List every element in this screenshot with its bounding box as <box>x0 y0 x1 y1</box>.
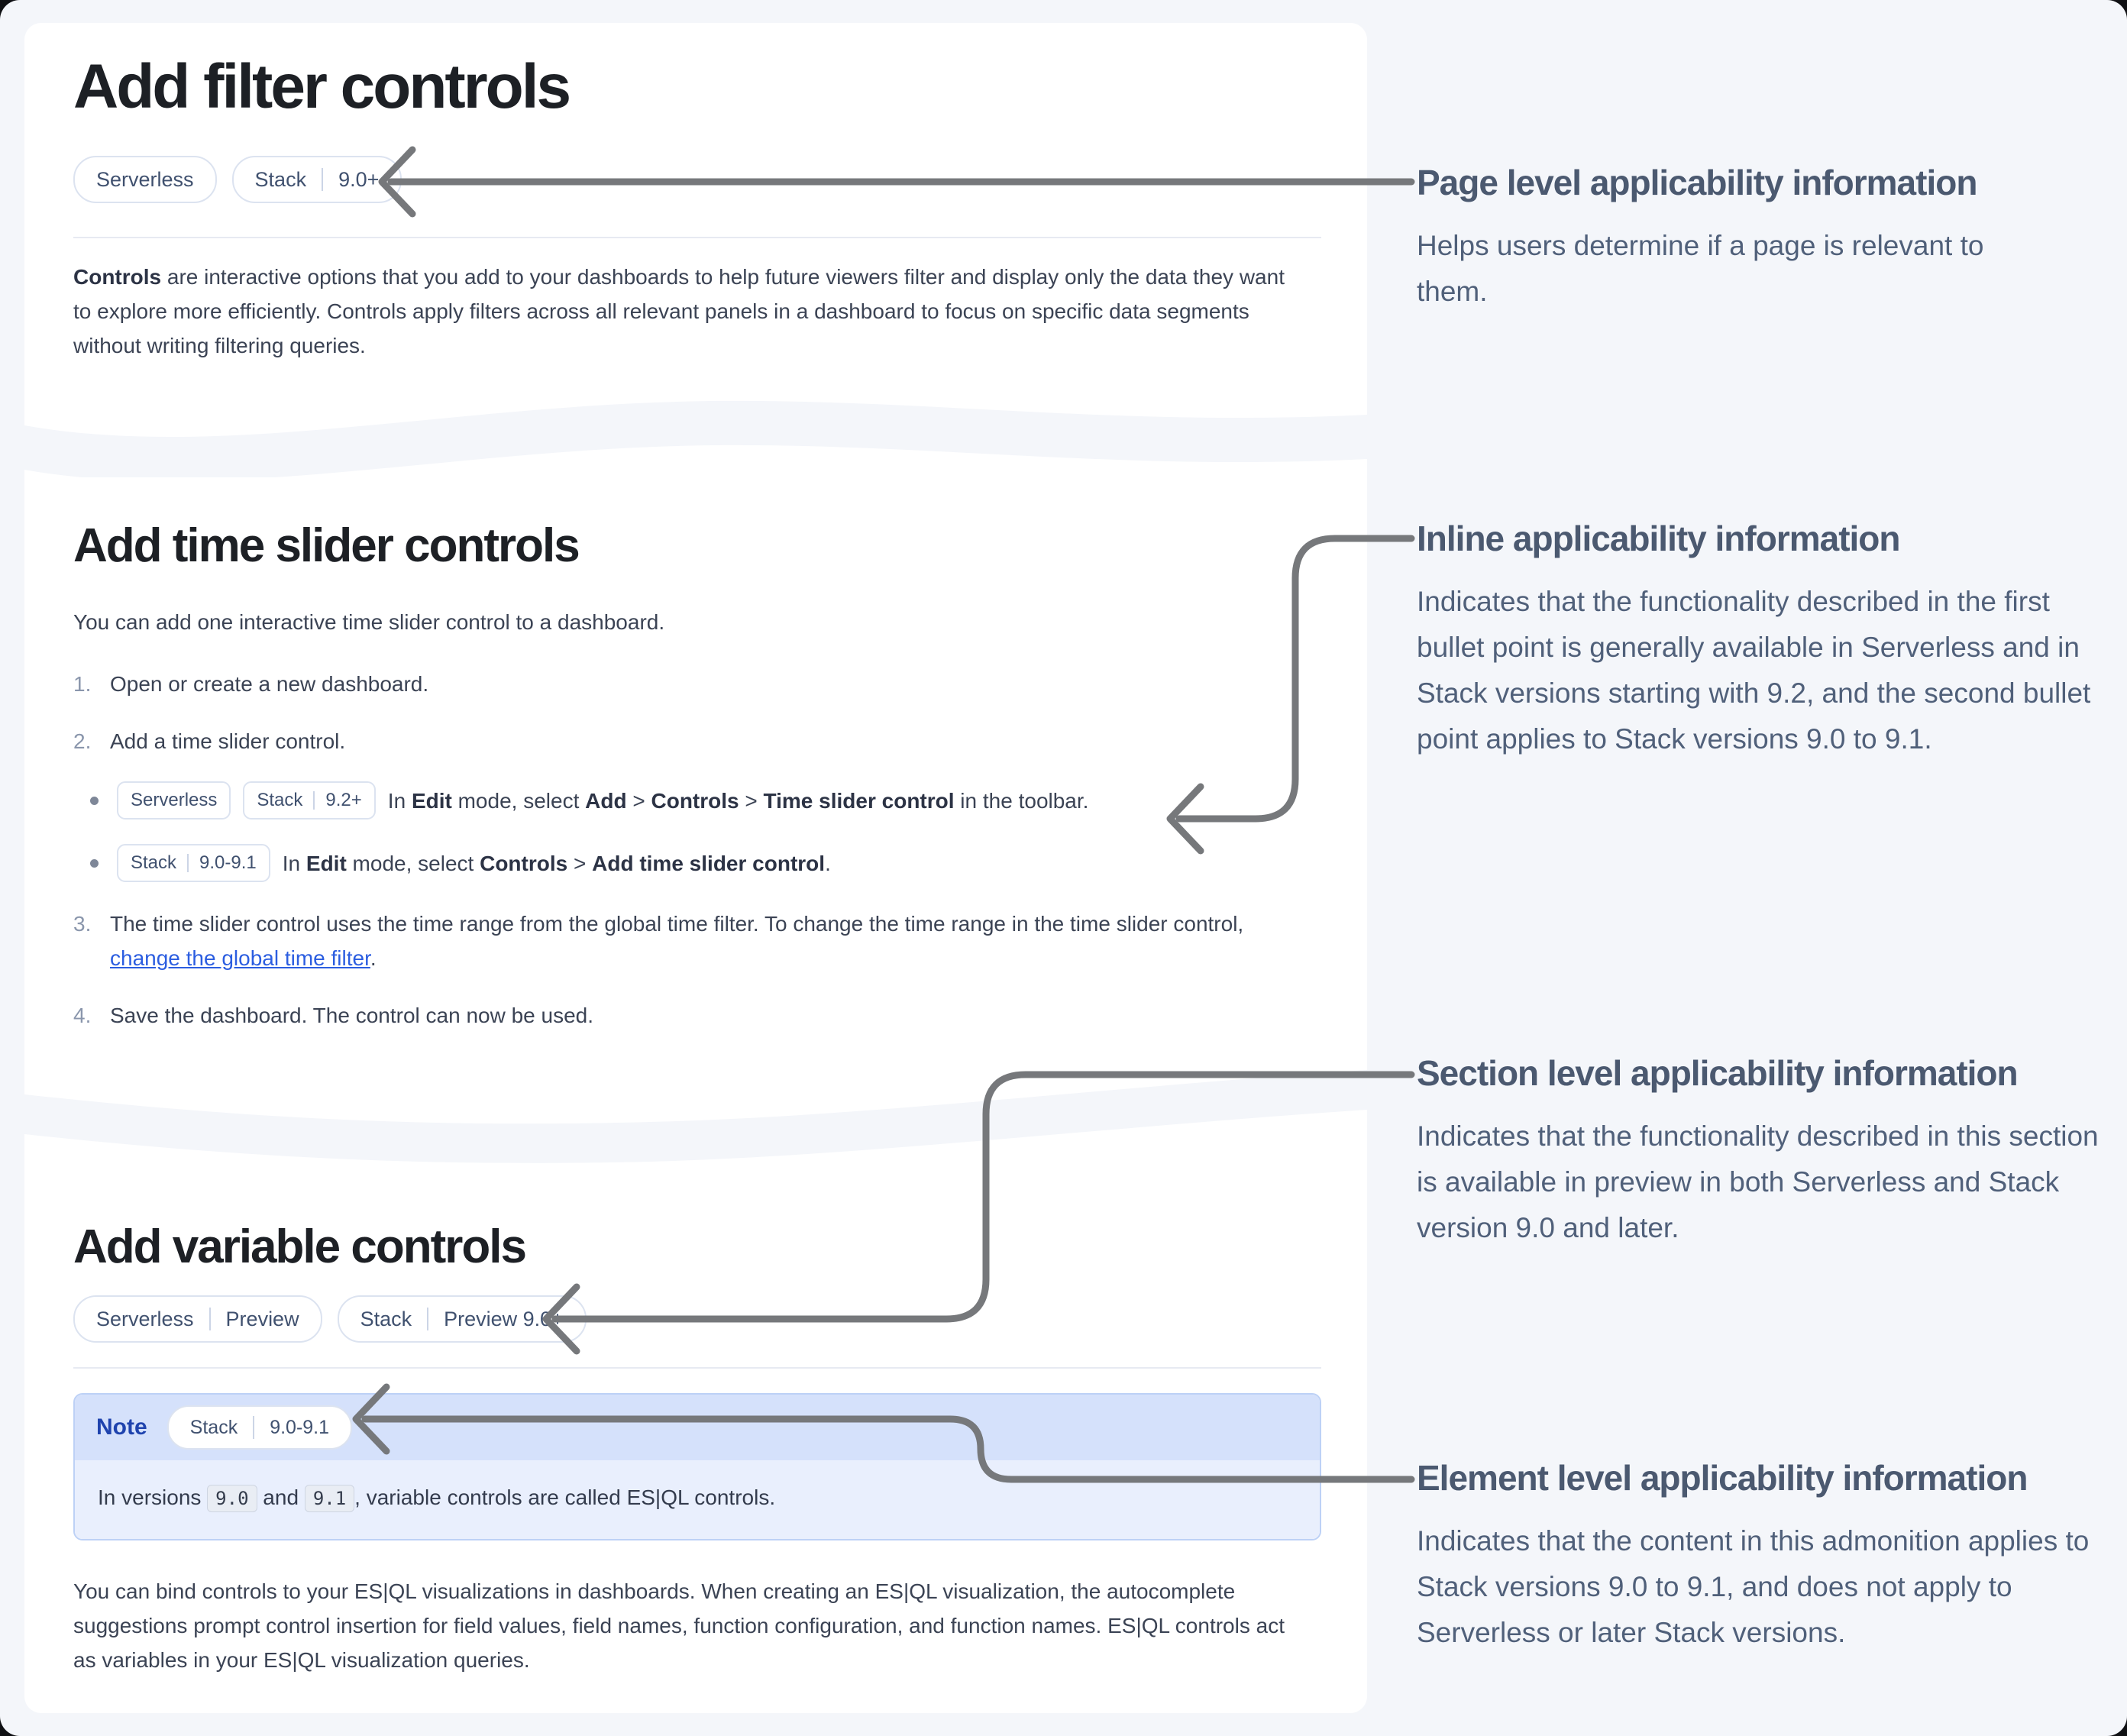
section-add-time-slider-controls: Add time slider controls You can add one… <box>24 519 1367 1033</box>
list-item-2: 2. Add a time slider control. <box>73 724 1321 758</box>
annotation-page-level: Page level applicability information Hel… <box>1417 162 2058 315</box>
wave-divider-bottom <box>24 1070 1367 1163</box>
annotation-section-level: Section level applicability information … <box>1417 1052 2104 1251</box>
section-paragraph: You can bind controls to your ES|QL visu… <box>73 1579 1285 1672</box>
page-applicability-badges: Serverless Stack 9.0+ <box>73 156 1321 203</box>
badge-stack-preview-version: Stack Preview 9.0+ <box>337 1295 587 1343</box>
list-number: 3. <box>73 912 92 936</box>
annotation-element-level: Element level applicability information … <box>1417 1457 2104 1656</box>
inline-badge-stack-92: Stack 9.2+ <box>243 781 376 820</box>
page-title: Add filter controls <box>73 52 571 121</box>
list-item-bullet-stack: Stack 9.0-9.1 In Edit mode, select Contr… <box>90 844 1321 882</box>
annotation-body: Indicates that the functionality describ… <box>1417 586 2091 755</box>
annotation-title: Inline applicability information <box>1417 519 1901 558</box>
annotation-title: Element level applicability information <box>1417 1458 2028 1498</box>
section-divider <box>73 1367 1321 1369</box>
bullet-dot <box>90 858 99 868</box>
annotation-body: Helps users determine if a page is relev… <box>1417 230 1984 307</box>
annotation-title: Page level applicability information <box>1417 163 1977 202</box>
note-label: Note <box>96 1414 147 1440</box>
inline-badge-serverless: Serverless <box>117 781 231 820</box>
bullet-dot <box>90 796 99 805</box>
note-badge-stack-90-91: Stack 9.0-9.1 <box>166 1405 353 1450</box>
wave-divider-top <box>24 400 1367 477</box>
note-body: In versions 9.0 and 9.1, variable contro… <box>75 1460 1320 1539</box>
section-intro: You can add one interactive time slider … <box>73 610 665 634</box>
bullet-text: In Edit mode, select Add > Controls > Ti… <box>387 788 1089 813</box>
list-item-1: 1. Open or create a new dashboard. <box>73 667 1321 701</box>
badge-divider <box>313 791 315 810</box>
list-item-4: 4. Save the dashboard. The control can n… <box>73 998 1321 1033</box>
list-number: 1. <box>73 672 92 696</box>
badge-divider <box>208 1308 211 1330</box>
note-admonition: Note Stack 9.0-9.1 In versions 9.0 and 9… <box>73 1393 1321 1540</box>
list-item-bullet-serverless: Serverless Stack 9.2+ In Edit mode, sele… <box>90 781 1321 820</box>
annotation-inline-level: Inline applicability information Indicat… <box>1417 518 2104 762</box>
badge-serverless-preview: Serverless Preview <box>73 1295 322 1343</box>
intro-paragraph: Controls are interactive options that yo… <box>73 265 1285 357</box>
global-time-filter-link[interactable]: change the global time filter <box>110 946 370 970</box>
section-add-filter-controls: Add filter controls Serverless Stack 9.0… <box>24 23 1367 363</box>
code-chip: 9.1 <box>304 1485 355 1512</box>
badge-divider <box>187 854 189 872</box>
annotation-body: Indicates that the functionality describ… <box>1417 1120 2099 1243</box>
section-applicability-badges: Serverless Preview Stack Preview 9.0+ <box>73 1295 1321 1343</box>
badge-divider <box>322 168 324 191</box>
note-header: Note Stack 9.0-9.1 <box>75 1395 1320 1460</box>
badge-serverless: Serverless <box>73 156 217 203</box>
inline-badge-stack-90-91: Stack 9.0-9.1 <box>117 844 270 882</box>
badge-divider <box>427 1308 429 1330</box>
section-add-variable-controls: Add variable controls Serverless Preview… <box>24 1220 1367 1677</box>
list-number: 4. <box>73 1004 92 1027</box>
section-divider <box>73 237 1321 238</box>
badge-stack-version: Stack 9.0+ <box>231 156 402 203</box>
bullet-text: In Edit mode, select Controls > Add time… <box>282 851 831 875</box>
annotation-title: Section level applicability information <box>1417 1053 2019 1093</box>
section-title: Add time slider controls <box>73 519 580 572</box>
bold-term: Controls <box>73 265 162 289</box>
ordered-list: 1. Open or create a new dashboard. 2. Ad… <box>73 667 1321 1033</box>
section-title: Add variable controls <box>73 1220 527 1273</box>
list-number: 2. <box>73 729 92 753</box>
list-item-3: 3. The time slider control uses the time… <box>73 907 1321 975</box>
annotation-body: Indicates that the content in this admon… <box>1417 1525 2090 1648</box>
badge-divider <box>253 1416 255 1439</box>
code-chip: 9.0 <box>207 1485 257 1512</box>
